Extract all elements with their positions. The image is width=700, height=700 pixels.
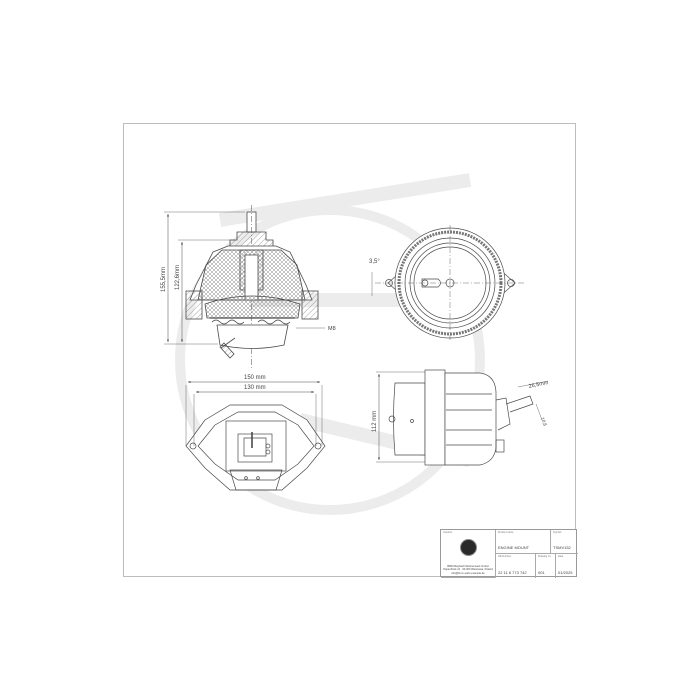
dim-connector-width: 10,8 xyxy=(540,417,548,427)
oe-number: 22 11 6 773 742 xyxy=(498,570,527,575)
product-name-label: Product name xyxy=(498,531,514,534)
dim-overall-height: 155,5mm xyxy=(161,267,167,292)
dim-thread: M8 xyxy=(328,326,336,332)
title-block: Importer BMM Maybach Motorenwerk GmbH Pa… xyxy=(440,529,578,578)
drawing-no-cell: Drawing no. 001 xyxy=(536,554,556,578)
oe-number-cell: OE Number 22 11 6 773 742 xyxy=(496,554,536,578)
top-view xyxy=(371,225,525,340)
drawing-frame xyxy=(123,123,576,577)
company-logo-icon xyxy=(460,539,477,556)
dim-connector-length: 26,5mm xyxy=(528,380,549,390)
date-label: Date xyxy=(558,555,564,558)
side-view xyxy=(376,369,549,466)
dim-hole-spacing: 130 mm xyxy=(244,385,266,391)
symbol-value: TSMV152 xyxy=(553,545,571,550)
symbol-label: Symbol xyxy=(553,531,562,534)
address-line-3: info@bmm-parts.example.de xyxy=(451,571,485,575)
side-section-view xyxy=(164,205,325,370)
address-line-1: BMM Maybach Motorenwerk GmbH xyxy=(447,564,489,568)
drawing-no: 001 xyxy=(538,570,545,575)
dim-overall-width: 150 mm xyxy=(244,375,266,381)
drawing-no-label: Drawing no. xyxy=(538,555,552,558)
dim-angle: 3,5° xyxy=(369,259,380,265)
importer-address: BMM Maybach Motorenwerk GmbH Papenbrink … xyxy=(442,565,494,575)
symbol-cell: Symbol TSMV152 xyxy=(551,530,578,554)
dim-side-height: 112 mm xyxy=(372,411,378,432)
dim-body-height: 122,6mm xyxy=(175,265,181,290)
bottom-view xyxy=(185,381,326,491)
address-line-2: Papenbrink 41 · 00-000 Warszawa, Poland xyxy=(443,568,493,572)
importer-cell: Importer BMM Maybach Motorenwerk GmbH Pa… xyxy=(441,530,496,578)
importer-label: Importer xyxy=(443,531,453,534)
oe-number-label: OE Number xyxy=(498,555,512,558)
date-cell: Date 01/2025 xyxy=(556,554,578,578)
date-value: 01/2025 xyxy=(558,570,573,575)
product-name: ENGINE MOUNT xyxy=(498,545,530,550)
product-name-cell: Product name ENGINE MOUNT xyxy=(496,530,551,554)
